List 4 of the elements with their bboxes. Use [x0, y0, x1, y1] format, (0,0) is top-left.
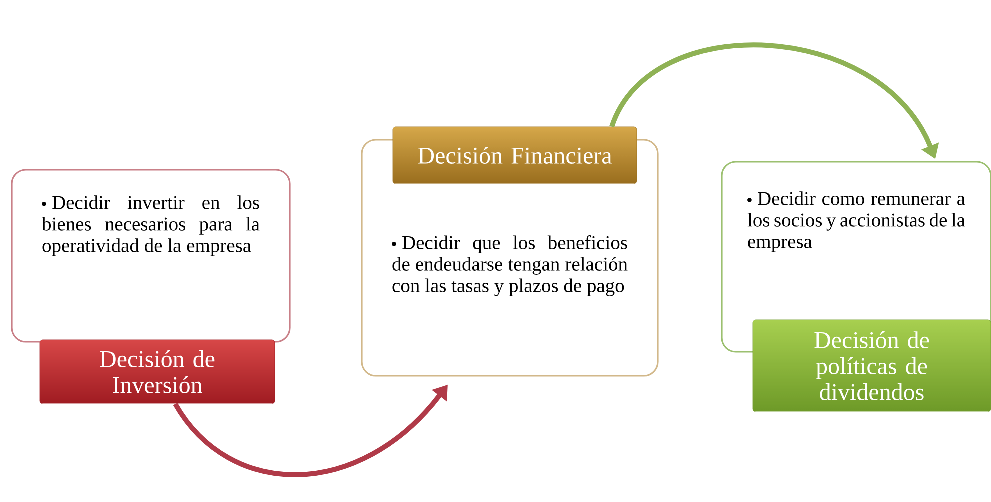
text-card: Decidir invertir en los bienes necesarios para la operatividad de la empresa [11, 169, 291, 343]
title-tab: Decisión de Inversión [40, 340, 276, 404]
title-tab: Decisión de políticas de dividendos [752, 320, 991, 412]
title-tab: Decisión Financiera [392, 126, 638, 184]
